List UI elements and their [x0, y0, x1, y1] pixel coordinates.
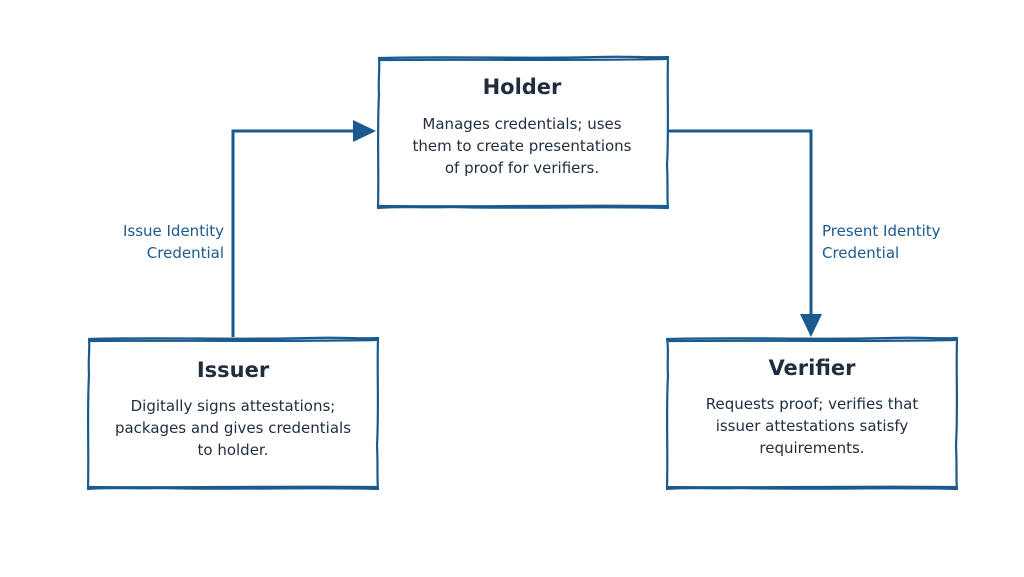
- holder-desc-line-1: Manages credentials; uses: [422, 115, 621, 133]
- present-arrowhead-icon: [800, 314, 822, 337]
- issue-arrowhead-icon: [353, 120, 376, 142]
- issuer-node: Issuer Digitally signs attestations; pac…: [86, 336, 380, 491]
- present-edge-label-line-1: Present Identity: [822, 222, 941, 240]
- issuer-desc-line-3: to holder.: [198, 441, 269, 459]
- present-connector-line: [668, 129, 813, 316]
- issue-edge-label-line-2: Credential: [147, 244, 224, 262]
- verifier-box-outline: [665, 336, 959, 491]
- holder-desc-line-2: them to create presentations: [413, 137, 632, 155]
- issuer-desc-line-2: packages and gives credentials: [115, 419, 351, 437]
- issue-edge-label-line-1: Issue Identity: [123, 222, 224, 240]
- issuer-title: Issuer: [197, 358, 270, 382]
- edge-issue-credential: Issue Identity Credential: [123, 120, 376, 337]
- holder-desc-line-3: of proof for verifiers.: [445, 159, 599, 177]
- issuer-desc-line-1: Digitally signs attestations;: [131, 397, 336, 415]
- issue-connector-line: [231, 129, 358, 337]
- present-edge-label-line-2: Credential: [822, 244, 899, 262]
- verifier-desc-line-3: requirements.: [759, 439, 864, 457]
- verifier-title: Verifier: [768, 356, 856, 380]
- holder-box-outline: [376, 55, 670, 210]
- holder-node: Holder Manages credentials; uses them to…: [376, 55, 670, 210]
- verifier-desc-line-1: Requests proof; verifies that: [706, 395, 919, 413]
- issuer-box-outline: [86, 336, 380, 491]
- holder-title: Holder: [483, 75, 562, 99]
- edge-present-credential: Present Identity Credential: [668, 129, 941, 337]
- verifier-desc-line-2: issuer attestations satisfy: [716, 417, 909, 435]
- verifier-node: Verifier Requests proof; verifies that i…: [665, 336, 959, 491]
